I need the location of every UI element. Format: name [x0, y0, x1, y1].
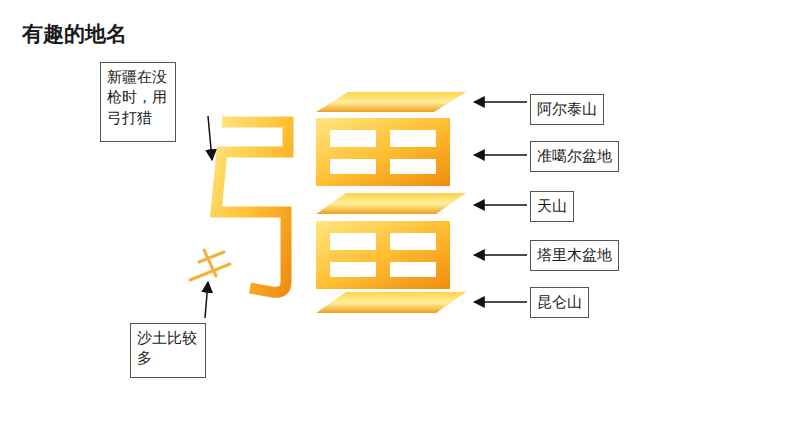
callout-box: 沙土比较多 [130, 323, 206, 378]
callout-box: 新疆在没枪时，用弓打猎 [100, 62, 176, 142]
node-text: 塔里木盆地 [537, 245, 612, 265]
bottom-bar [316, 292, 466, 313]
node-text: 准噶尔盆地 [537, 146, 612, 166]
node-text: 阿尔泰山 [537, 99, 597, 119]
label-box: 昆仑山 [530, 287, 589, 318]
field-block-upper [316, 118, 450, 186]
node-text: 新疆在没枪时，用弓打猎 [107, 67, 169, 128]
middle-bar [316, 193, 466, 214]
top-bar [316, 92, 466, 112]
earth-radical [190, 250, 230, 280]
slide-title: 有趣的地名 [22, 20, 127, 48]
label-box: 天山 [530, 191, 574, 222]
field-block-lower [316, 221, 450, 289]
label-box: 阿尔泰山 [530, 94, 604, 125]
label-box: 准噶尔盆地 [530, 141, 619, 172]
node-text: 天山 [537, 196, 567, 216]
leader-arrows [205, 102, 527, 318]
label-box: 塔里木盆地 [530, 240, 619, 271]
node-text: 昆仑山 [537, 292, 582, 312]
node-text: 沙土比较多 [137, 328, 199, 369]
